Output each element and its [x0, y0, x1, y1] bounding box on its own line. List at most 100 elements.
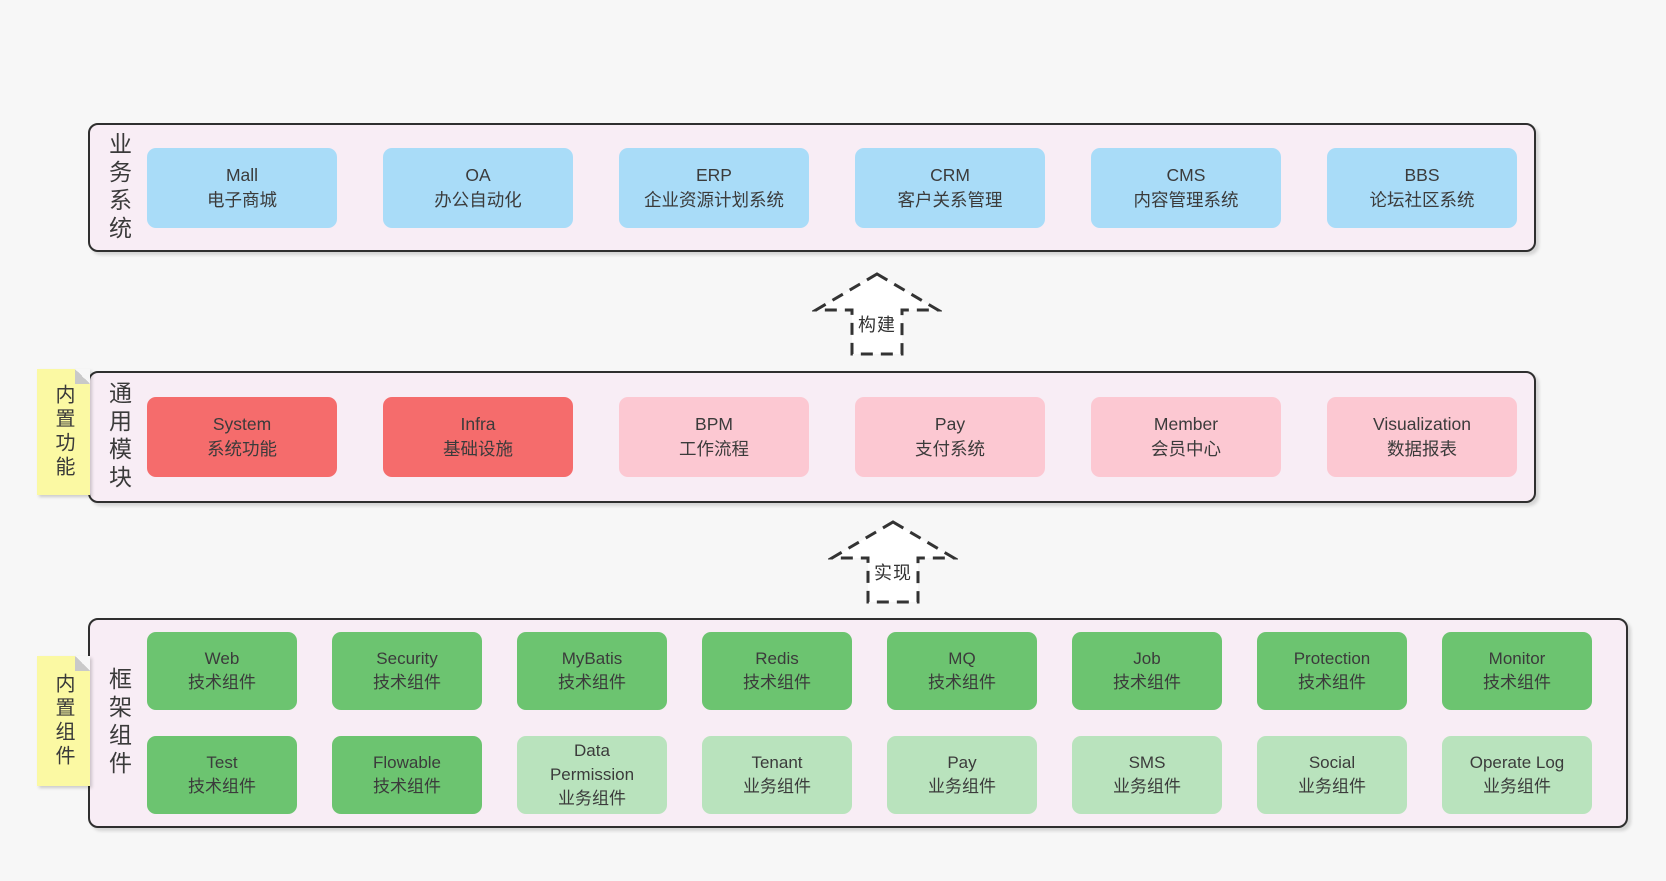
- box-desc: 系统功能: [207, 439, 277, 459]
- box-flowable: Flowable 技术组件: [332, 736, 482, 814]
- box-desc: 企业资源计划系统: [644, 189, 784, 210]
- box-redis: Redis 技术组件: [702, 632, 852, 710]
- box-test: Test 技术组件: [147, 736, 297, 814]
- implement-arrow-label: 实现: [874, 563, 912, 583]
- box-crm: CRM 客户关系管理: [855, 147, 1045, 228]
- box-name: Tenant: [751, 752, 803, 772]
- box-desc: 技术组件: [188, 777, 256, 796]
- box-name: Security: [376, 648, 438, 668]
- sticky-fold-icon: [75, 369, 90, 384]
- box-desc: 工作流程: [679, 439, 749, 459]
- sticky-text: 内置功能: [52, 384, 74, 480]
- box-name: CMS: [1166, 164, 1206, 185]
- box-name: Pay: [947, 752, 977, 772]
- sticky-fold-icon: [75, 656, 90, 671]
- box-name: BPM: [695, 414, 733, 435]
- box-security: Security 技术组件: [332, 632, 482, 710]
- box-bbs: BBS 论坛社区系统: [1327, 147, 1517, 228]
- box-cms: CMS 内容管理系统: [1091, 147, 1281, 228]
- box-name: Job: [1133, 648, 1161, 668]
- box-desc: 技术组件: [1113, 673, 1181, 692]
- box-name: Monitor: [1488, 648, 1546, 668]
- box-desc: 会员中心: [1151, 439, 1221, 459]
- box-data-permission: Data Permission 业务组件: [517, 736, 667, 814]
- box-mall: Mall 电子商城: [147, 147, 337, 228]
- box-desc: 业务组件: [1298, 777, 1366, 796]
- box-desc: 客户关系管理: [897, 189, 1003, 210]
- box-protection: Protection 技术组件: [1257, 632, 1407, 710]
- box-name: System: [212, 414, 272, 435]
- box-mybatis: MyBatis 技术组件: [517, 632, 667, 710]
- sticky-note-builtin-components: 内置组件: [37, 656, 90, 786]
- box-name: Flowable: [372, 752, 442, 772]
- box-desc: 业务组件: [1113, 777, 1181, 796]
- box-desc: 数据报表: [1387, 439, 1457, 459]
- box-name: Protection: [1293, 648, 1371, 668]
- up-arrow-icon: [812, 272, 942, 356]
- box-bpm: BPM 工作流程: [619, 397, 809, 477]
- business-box-row: Mall 电子商城 OA 办公自动化 ERP 企业资源计划系统 CRM 客户关系…: [147, 147, 1534, 228]
- box-system: System 系统功能: [147, 397, 337, 477]
- box-desc: 技术组件: [743, 673, 811, 692]
- framework-row-2: Test 技术组件 Flowable 技术组件 Data Permission …: [147, 736, 1626, 814]
- box-name: MyBatis: [561, 648, 623, 668]
- box-desc: 技术组件: [373, 673, 441, 692]
- box-desc: 业务组件: [558, 789, 626, 809]
- implement-arrow: 实现: [828, 518, 958, 606]
- box-name: Member: [1153, 414, 1219, 435]
- box-name: SMS: [1128, 752, 1166, 772]
- box-pay: Pay 支付系统: [855, 397, 1045, 477]
- box-social: Social 业务组件: [1257, 736, 1407, 814]
- common-modules-panel: 内置功能 通用模块 System 系统功能 Infra 基础设施 BPM 工作流…: [37, 369, 1536, 503]
- modules-layer-label: 通用模块: [105, 381, 132, 493]
- box-desc: 基础设施: [443, 439, 513, 459]
- build-arrow: 构建: [812, 270, 942, 358]
- box-name: Web: [204, 648, 240, 668]
- box-name: Visualization: [1373, 414, 1471, 435]
- box-desc: 业务组件: [928, 777, 996, 796]
- box-monitor: Monitor 技术组件: [1442, 632, 1592, 710]
- framework-row-1: Web 技术组件 Security 技术组件 MyBatis 技术组件 Redi…: [147, 632, 1626, 710]
- box-desc: 办公自动化: [434, 189, 522, 210]
- box-desc: 技术组件: [928, 673, 996, 692]
- up-arrow-icon: [828, 520, 958, 604]
- box-name: Test: [206, 752, 238, 772]
- box-web: Web 技术组件: [147, 632, 297, 710]
- box-member: Member 会员中心: [1091, 397, 1281, 477]
- box-name: Social: [1308, 752, 1356, 772]
- box-name: Infra: [460, 414, 496, 435]
- box-pay-biz: Pay 业务组件: [887, 736, 1037, 814]
- box-name: Data Permission: [549, 740, 635, 784]
- box-name: Operate Log: [1469, 752, 1565, 772]
- box-desc: 技术组件: [1483, 673, 1551, 692]
- box-desc: 论坛社区系统: [1369, 189, 1475, 210]
- sticky-text: 内置组件: [52, 673, 74, 769]
- box-name: Pay: [934, 414, 966, 435]
- box-name: OA: [465, 164, 491, 185]
- box-name: Mall: [225, 164, 259, 185]
- box-infra: Infra 基础设施: [383, 397, 573, 477]
- framework-rows: Web 技术组件 Security 技术组件 MyBatis 技术组件 Redi…: [147, 632, 1626, 814]
- box-desc: 技术组件: [1298, 673, 1366, 692]
- box-erp: ERP 企业资源计划系统: [619, 147, 809, 228]
- box-sms: SMS 业务组件: [1072, 736, 1222, 814]
- box-desc: 业务组件: [743, 777, 811, 796]
- business-layer-label: 业务系统: [105, 131, 132, 244]
- box-job: Job 技术组件: [1072, 632, 1222, 710]
- box-oa: OA 办公自动化: [383, 147, 573, 228]
- box-operate-log: Operate Log 业务组件: [1442, 736, 1592, 814]
- framework-layer-label: 框架组件: [105, 667, 132, 779]
- box-desc: 业务组件: [1483, 777, 1551, 796]
- box-name: ERP: [696, 164, 732, 185]
- box-desc: 内容管理系统: [1133, 189, 1239, 210]
- framework-components-panel: 内置组件 框架组件 Web 技术组件 Security 技术组件 MyBatis…: [37, 618, 1628, 828]
- build-arrow-label: 构建: [858, 315, 896, 335]
- box-name: CRM: [930, 164, 970, 185]
- box-desc: 技术组件: [188, 673, 256, 692]
- sticky-note-builtin-features: 内置功能: [37, 369, 90, 495]
- box-name: BBS: [1404, 164, 1440, 185]
- box-name: Redis: [755, 648, 799, 668]
- business-systems-panel: 业务系统 Mall 电子商城 OA 办公自动化 ERP 企业资源计划系统 CRM…: [88, 123, 1536, 252]
- box-name: MQ: [948, 648, 976, 668]
- box-desc: 支付系统: [915, 439, 985, 459]
